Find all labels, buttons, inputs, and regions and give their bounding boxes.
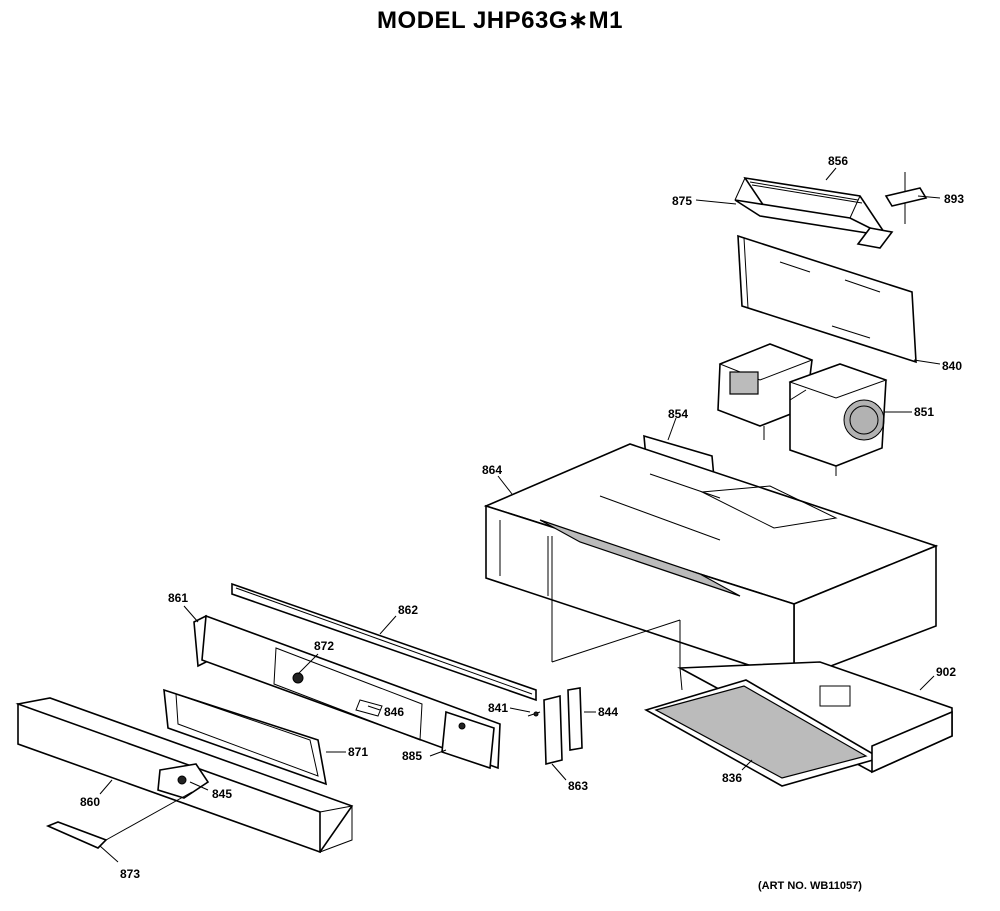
leader-lines — [99, 167, 941, 863]
label-854: 854 — [668, 407, 688, 421]
label-872: 872 — [314, 639, 334, 653]
part-863-bracket — [543, 694, 563, 766]
part-893-bracket — [884, 172, 928, 224]
label-862: 862 — [398, 603, 418, 617]
label-840: 840 — [942, 359, 962, 373]
label-856: 856 — [828, 154, 848, 168]
part-864-housing — [483, 443, 939, 682]
label-841: 841 — [488, 701, 508, 715]
art-number: (ART NO. WB11057) — [758, 880, 862, 892]
label-844: 844 — [598, 705, 618, 719]
label-864: 864 — [482, 463, 502, 477]
label-875: 875 — [672, 194, 692, 208]
label-902: 902 — [936, 665, 956, 679]
part-851-blower — [717, 343, 888, 476]
label-861: 861 — [168, 591, 188, 605]
label-860: 860 — [80, 795, 100, 809]
part-873-handle — [45, 821, 108, 849]
part-885-bracket — [441, 710, 495, 770]
part-841-screw — [527, 711, 541, 717]
label-871: 871 — [348, 745, 368, 759]
part-845-knob — [157, 763, 210, 799]
part-control-panel — [201, 614, 501, 770]
label-846: 846 — [384, 705, 404, 719]
part-844-bracket — [567, 687, 583, 751]
label-851: 851 — [914, 405, 934, 419]
label-873: 873 — [120, 867, 140, 881]
part-856-cover — [734, 176, 894, 249]
part-871-glass — [163, 688, 328, 786]
label-893: 893 — [944, 192, 964, 206]
part-840-panel — [737, 234, 917, 364]
label-863: 863 — [568, 779, 588, 793]
label-845: 845 — [212, 787, 232, 801]
part-862-trim — [231, 582, 537, 702]
label-885: 885 — [402, 749, 422, 763]
label-836: 836 — [722, 771, 742, 785]
page-title: MODEL JHP63G∗M1 — [377, 7, 623, 34]
part-836-filter — [643, 679, 953, 787]
